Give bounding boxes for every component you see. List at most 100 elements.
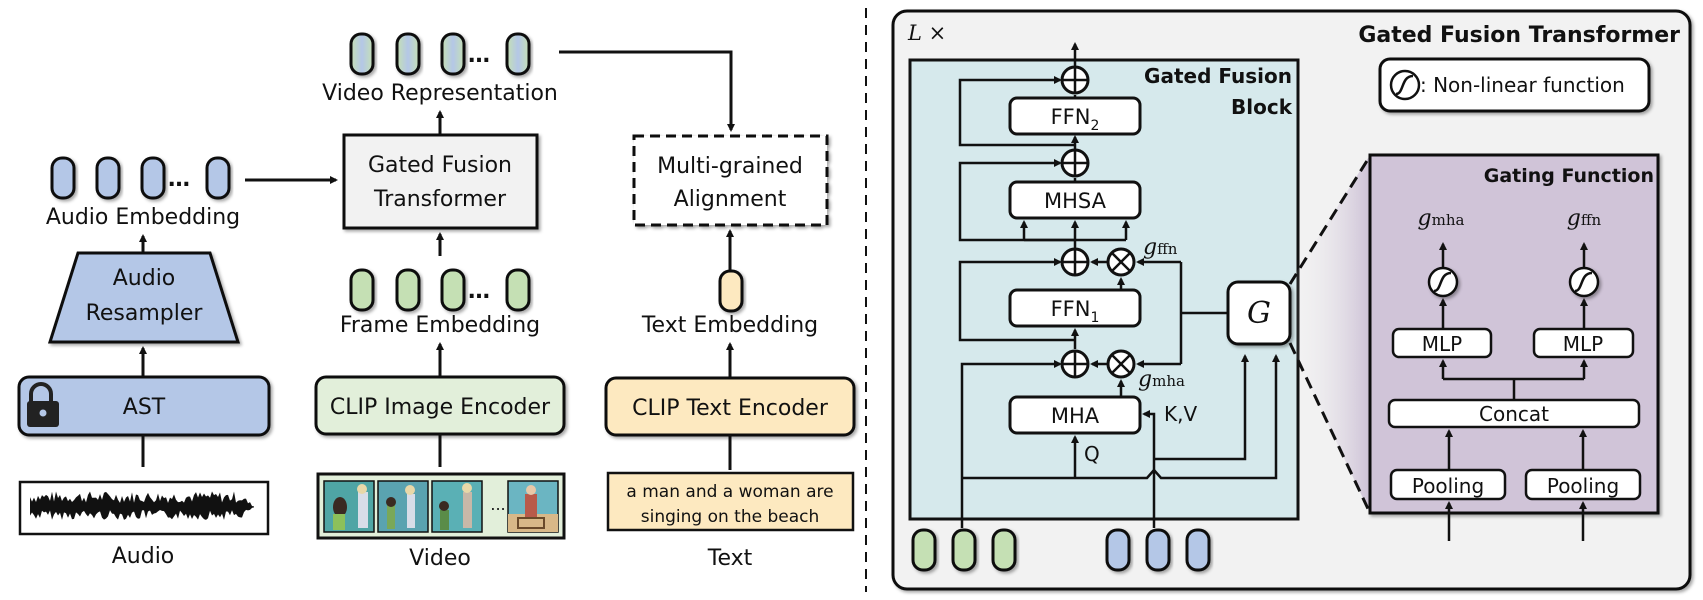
clip-text-encoder: CLIP Text Encoder [604, 376, 856, 437]
gating-out-left: gmha [1418, 206, 1465, 231]
ffn2-box: FFN2 [1008, 96, 1142, 136]
audio-embedding-tokens: … [50, 156, 231, 200]
alignment-label-2: Alignment [674, 187, 787, 212]
mlp-right-label: MLP [1563, 332, 1603, 356]
video-frames-strip: ... [316, 472, 566, 540]
lock-icon [27, 382, 59, 427]
pooling-right-label: Pooling [1547, 474, 1619, 498]
video-token [991, 528, 1017, 572]
frame-token-ellipsis: … [468, 279, 490, 304]
g-ffn-label: gffn [1143, 235, 1178, 260]
audio-token [1105, 528, 1131, 572]
ffn1-box: FFN1 [1008, 288, 1142, 328]
caption-line-2: singing on the beach [641, 507, 820, 527]
zoom-line-bottom [1288, 342, 1372, 514]
frame-token [349, 268, 375, 312]
gft-panel-title: Gated Fusion Transformer [1358, 23, 1680, 48]
frame-token [505, 268, 531, 312]
pooling-left: Pooling [1389, 468, 1507, 501]
frame-token [440, 268, 466, 312]
audio-token [1185, 528, 1211, 572]
add-node-mhsa [1060, 148, 1090, 178]
caption-line-1: a man and a woman are [626, 482, 833, 502]
legend: : Non-linear function [1378, 57, 1651, 113]
audio-resampler-label-2: Resampler [86, 301, 204, 326]
audio-resampler: Audio Resampler [47, 251, 241, 344]
frame-token [395, 268, 421, 312]
alignment-label-1: Multi-grained [657, 154, 803, 179]
audio-token [1145, 528, 1171, 572]
ffn2-label: FFN2 [1051, 105, 1100, 134]
pooling-right: Pooling [1524, 468, 1642, 501]
mhsa-box: MHSA [1008, 180, 1142, 220]
mlp-right: MLP [1532, 327, 1635, 359]
text-embedding-label: Text Embedding [641, 313, 818, 338]
text-token [718, 269, 744, 313]
mha-label: MHA [1051, 404, 1100, 428]
mul-node-ffn [1106, 247, 1136, 277]
mlp-left: MLP [1391, 327, 1493, 359]
kv-label: K,V [1164, 402, 1197, 426]
audio-resampler-label-1: Audio [113, 266, 176, 291]
block-title-2: Block [1231, 95, 1293, 119]
video-frames-ellipsis: ... [490, 495, 505, 514]
clip-image-encoder-label: CLIP Image Encoder [330, 395, 551, 420]
mlp-left-label: MLP [1422, 332, 1462, 356]
audio-waveform [18, 480, 270, 536]
gate-g-label: G [1247, 296, 1271, 331]
video-input-label: Video [409, 546, 471, 571]
video-rep-token [349, 32, 375, 76]
text-input-label: Text [707, 546, 753, 571]
frame-embedding-tokens: … [349, 268, 531, 312]
ast-encoder: AST [17, 375, 271, 437]
audio-embedding-label: Audio Embedding [46, 205, 240, 230]
gft-label-1: Gated Fusion [368, 153, 512, 178]
mha-box: MHA [1008, 395, 1142, 435]
frame-embedding-label: Frame Embedding [340, 313, 540, 338]
legend-text: : Non-linear function [1420, 73, 1625, 97]
ast-label: AST [123, 395, 166, 420]
repeat-label: L × [907, 21, 946, 45]
g-mha-label: gmha [1138, 367, 1185, 392]
ffn1-label: FFN1 [1051, 297, 1100, 326]
zoom-line-top [1288, 155, 1372, 285]
text-caption-box: a man and a woman are singing on the bea… [606, 471, 855, 532]
add-node-ffn [1060, 247, 1090, 277]
audio-token [95, 156, 121, 200]
q-label: Q [1084, 442, 1100, 466]
gating-title: Gating Function [1484, 165, 1654, 187]
gated-fusion-transformer-box: Gated Fusion Transformer [342, 133, 539, 230]
video-frame [431, 480, 483, 533]
multi-grained-alignment: Multi-grained Alignment [632, 134, 829, 227]
video-representation-tokens: … [349, 32, 531, 76]
audio-token [140, 156, 166, 200]
video-rep-token [440, 32, 466, 76]
video-frame [507, 480, 559, 533]
video-frame [323, 480, 375, 533]
video-token [911, 528, 937, 572]
video-rep-token [395, 32, 421, 76]
audio-input-label: Audio [112, 544, 175, 569]
sigmoid-icon [1389, 69, 1421, 101]
video-representation-label: Video Representation [322, 81, 558, 106]
video-rep-ellipsis: … [468, 43, 490, 68]
block-title-1: Gated Fusion [1144, 64, 1292, 88]
gft-label-2: Transformer [373, 187, 507, 212]
video-frame [377, 480, 429, 533]
gate-g-box: G [1226, 280, 1292, 346]
add-node-top [1060, 65, 1090, 95]
concat-label: Concat [1479, 402, 1549, 426]
block-input-video-tokens [911, 528, 1017, 572]
concat-box: Concat [1387, 398, 1641, 429]
video-token [951, 528, 977, 572]
sigmoid-icon [1427, 266, 1459, 298]
mul-node-mha [1106, 349, 1136, 379]
sigmoid-icon [1568, 266, 1600, 298]
audio-token-ellipsis: … [168, 167, 190, 192]
pooling-left-label: Pooling [1412, 474, 1484, 498]
gating-out-right: gffn [1567, 206, 1602, 231]
clip-text-encoder-label: CLIP Text Encoder [632, 396, 829, 421]
clip-image-encoder: CLIP Image Encoder [314, 375, 566, 436]
zoom-shade [1290, 155, 1370, 513]
